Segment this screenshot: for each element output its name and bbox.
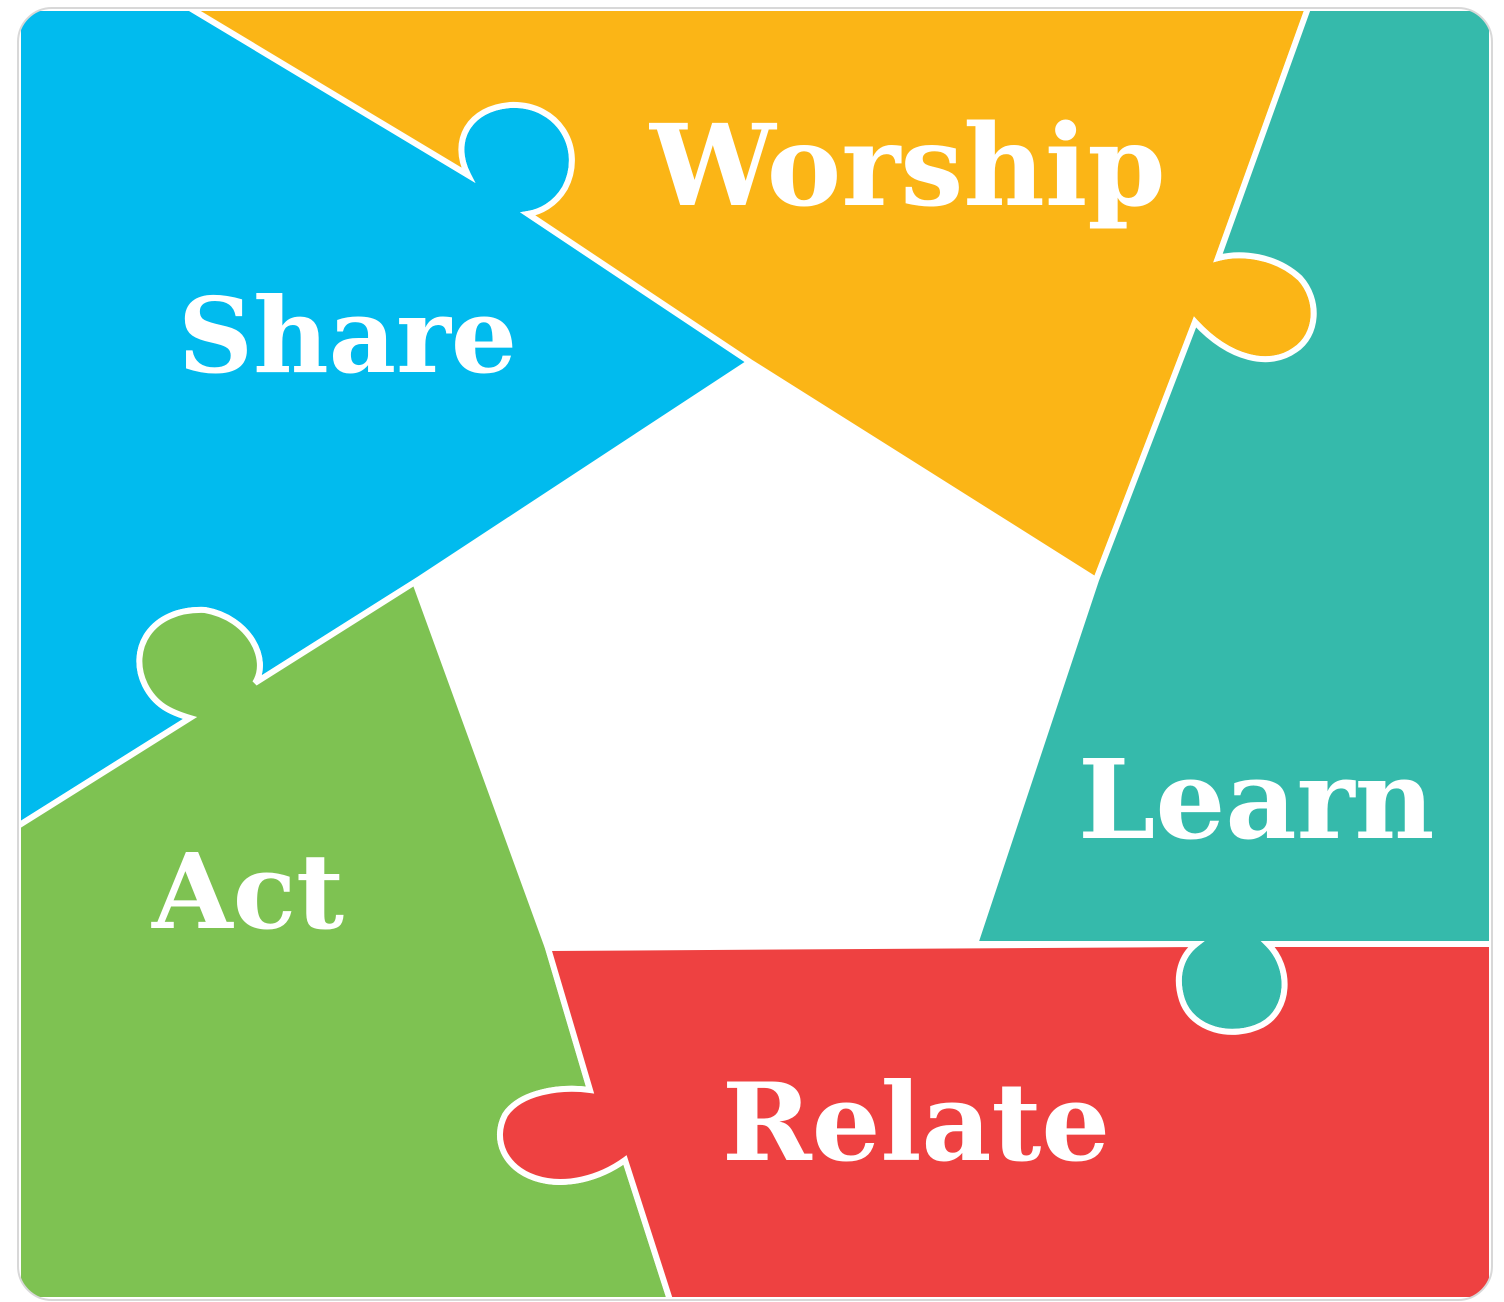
piece-relate (497, 940, 1492, 1300)
label-relate: Relate (722, 1060, 1110, 1186)
label-learn: Learn (1078, 735, 1435, 864)
frame-border (17, 7, 1493, 1301)
label-share: Share (178, 274, 517, 397)
label-act: Act (151, 830, 344, 953)
label-worship: Worship (649, 101, 1166, 232)
center-pentagon (415, 362, 1096, 948)
